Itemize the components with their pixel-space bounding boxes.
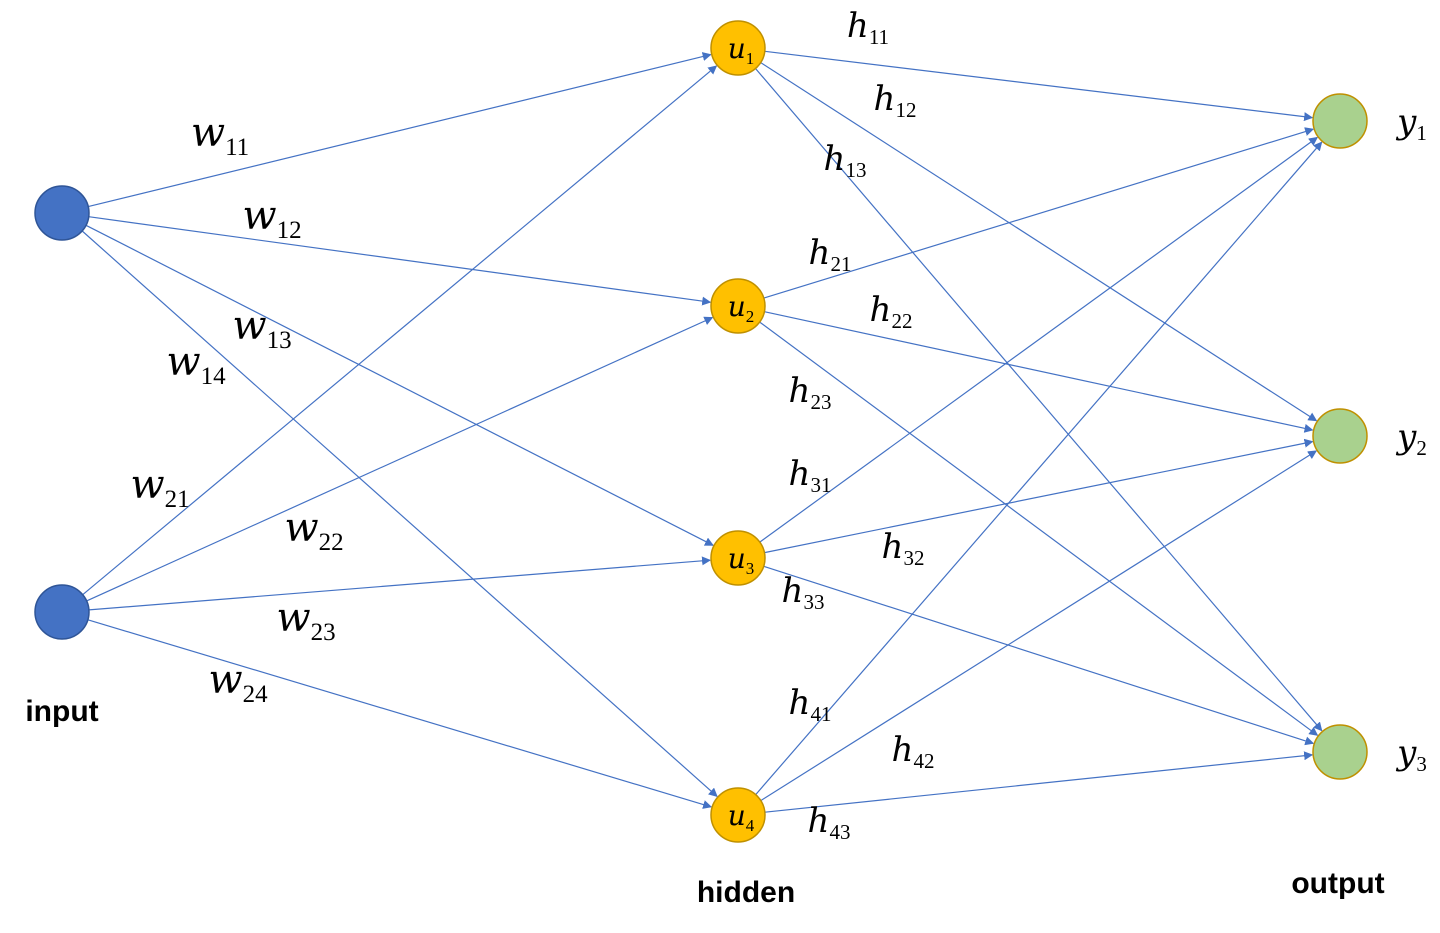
edge-x2-u4	[87, 619, 713, 809]
weight-label-w24: w24	[208, 657, 268, 708]
edge-u3-y3	[763, 565, 1315, 746]
edge-x1-u1	[88, 52, 712, 208]
edge-u1-y3	[755, 68, 1323, 732]
weight-label-w13: w13	[232, 303, 291, 354]
weight-label-h21: h21	[809, 233, 852, 276]
weight-label-h31: h31	[789, 454, 832, 497]
edge-u2-y1	[763, 127, 1315, 299]
weight-label-w12: w12	[242, 193, 301, 244]
edge-u4-y1	[755, 141, 1323, 795]
edge-x1-u4	[81, 230, 718, 797]
output-node-y3	[1312, 724, 1368, 780]
edge-x1-u2	[88, 216, 712, 306]
edge-u1-y2	[760, 62, 1318, 422]
weight-label-h11: h11	[847, 6, 889, 49]
output-node-label-y3: y3	[1395, 733, 1427, 776]
weight-label-h42: h42	[892, 730, 935, 773]
output-layer-label: output	[1291, 867, 1384, 900]
hidden-node-label-u1: u1	[728, 32, 755, 68]
input-layer-label: input	[25, 695, 98, 728]
edge-u4-y3	[764, 751, 1314, 813]
hidden-node-u3	[710, 530, 766, 586]
weight-label-h22: h22	[870, 290, 913, 333]
weight-label-w22: w22	[284, 505, 343, 556]
edge-u2-y3	[759, 321, 1319, 736]
edges-layer	[81, 50, 1323, 813]
edge-u3-y1	[759, 136, 1319, 543]
weight-label-h23: h23	[789, 371, 832, 414]
edge-x2-u2	[86, 316, 714, 602]
edge-u4-y2	[760, 450, 1318, 802]
output-node-label-y2: y2	[1395, 417, 1427, 460]
weight-label-h43: h43	[808, 801, 851, 844]
weight-label-h33: h33	[782, 571, 825, 614]
weight-label-w11: w11	[191, 110, 249, 161]
input-node-x1	[34, 185, 90, 241]
nodes-layer: u1 u2 u3 u4	[34, 20, 1368, 843]
edge-u2-y2	[764, 311, 1314, 433]
weight-label-h12: h12	[874, 79, 917, 122]
weight-label-w23: w23	[276, 595, 335, 646]
hidden-node-u1	[710, 20, 766, 76]
output-node-y2	[1312, 408, 1368, 464]
hidden-node-u4	[710, 787, 766, 843]
input-node-x2	[34, 584, 90, 640]
weight-label-h13: h13	[824, 139, 867, 182]
edge-u1-y1	[764, 50, 1314, 122]
hidden-node-label-u3: u3	[728, 542, 755, 578]
hidden-node-u2	[710, 278, 766, 334]
hidden-node-label-u2: u2	[728, 290, 755, 326]
output-node-label-y1: y1	[1395, 102, 1427, 145]
hidden-node-label-u4: u4	[728, 799, 755, 835]
edge-x2-u1	[82, 65, 718, 596]
weight-label-w21: w21	[130, 462, 189, 513]
output-node-y1	[1312, 93, 1368, 149]
hidden-layer-label: hidden	[697, 876, 795, 909]
weight-label-w14: w14	[166, 339, 226, 390]
edge-x1-u3	[85, 224, 714, 546]
edge-x2-u3	[88, 556, 711, 611]
weight-label-h32: h32	[882, 527, 925, 570]
edge-u3-y2	[764, 438, 1314, 554]
weight-label-h41: h41	[789, 683, 832, 726]
